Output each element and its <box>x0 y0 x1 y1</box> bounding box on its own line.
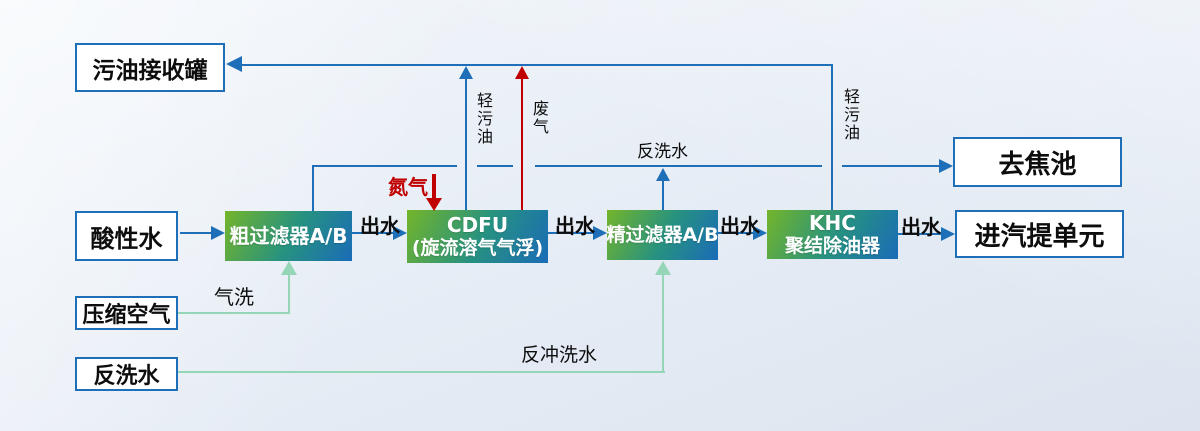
arrowhead-nitrogen-down-icon <box>426 198 442 211</box>
line-backwash-seg4 <box>842 165 939 167</box>
process-cdfu: CDFU (旋流溶气气浮) <box>407 210 548 263</box>
line-outlet-1 <box>352 232 393 234</box>
arrowhead-into-dirty-oil-tank-icon <box>226 56 242 72</box>
process-cdfu-title: CDFU <box>446 213 509 238</box>
arrowhead-backflush-up-icon <box>655 261 671 275</box>
line-coarse-filter-backwash-riser <box>312 165 314 211</box>
arrowhead-into-coke-pond-icon <box>939 159 953 173</box>
line-khc-light-oil-riser <box>831 64 833 210</box>
box-compressed-air: 压缩空气 <box>75 296 178 330</box>
line-outlet-3 <box>718 232 753 234</box>
line-cdfu-light-oil <box>465 78 467 210</box>
line-gas-wash-horizontal <box>178 312 290 314</box>
process-fine-filter: 精过滤器A/B <box>606 210 719 260</box>
line-cdfu-waste-gas <box>521 78 523 210</box>
line-fine-filter-backwash-riser <box>662 180 664 210</box>
arrowhead-fine-filter-backwash-up-icon <box>656 168 670 181</box>
line-backwash-seg2 <box>477 165 513 167</box>
process-khc-subtitle: 聚结除油器 <box>784 235 880 258</box>
arrowhead-gas-wash-up-icon <box>281 261 297 275</box>
process-khc-coalescer: KHC 聚结除油器 <box>767 210 898 259</box>
label-nitrogen: 氮气 <box>388 175 428 199</box>
arrowhead-cdfu-light-oil-up-icon <box>459 66 473 79</box>
arrowhead-into-khc-icon <box>753 226 767 240</box>
arrowhead-into-coarse-filter-icon <box>211 226 225 240</box>
line-outlet-2 <box>548 232 593 234</box>
label-outlet-water-2: 出水 <box>555 214 595 238</box>
arrowhead-into-fine-filter-icon <box>593 226 607 240</box>
line-acid-water-feed <box>180 232 211 234</box>
process-khc-title: KHC <box>809 211 856 236</box>
label-outlet-water-3: 出水 <box>720 214 760 238</box>
box-backwash-water: 反洗水 <box>75 357 178 391</box>
arrowhead-into-cdfu-icon <box>393 226 407 240</box>
line-gas-wash-riser <box>288 274 290 314</box>
line-backwash-seg3 <box>535 165 822 167</box>
box-dirty-oil-receiving-tank: 污油接收罐 <box>75 43 225 92</box>
line-nitrogen <box>432 174 436 199</box>
label-backflush-water: 反冲洗水 <box>521 344 598 366</box>
arrowhead-into-stripping-unit-icon <box>941 227 955 241</box>
box-stripping-unit: 进汽提单元 <box>955 210 1124 258</box>
label-waste-gas: 废气 <box>530 100 549 136</box>
line-backwash-seg1 <box>313 165 457 167</box>
line-outlet-4 <box>898 233 941 235</box>
label-outlet-water-4: 出水 <box>901 215 941 239</box>
label-light-dirty-oil-cdfu: 轻污油 <box>474 92 493 146</box>
line-backflush-horizontal <box>178 371 665 373</box>
box-acid-water: 酸性水 <box>75 211 178 261</box>
label-backwash-water-top: 反洗水 <box>637 142 688 162</box>
process-coarse-filter: 粗过滤器A/B <box>225 211 352 261</box>
arrowhead-waste-gas-up-icon <box>515 66 529 79</box>
label-outlet-water-1: 出水 <box>360 214 400 238</box>
line-backflush-riser <box>662 274 664 373</box>
label-light-dirty-oil-khc: 轻污油 <box>841 88 860 142</box>
process-cdfu-subtitle: (旋流溶气气浮) <box>411 237 544 260</box>
line-light-oil-to-tank <box>241 64 833 66</box>
box-coke-pond: 去焦池 <box>953 137 1122 187</box>
label-gas-wash: 气洗 <box>214 285 254 309</box>
